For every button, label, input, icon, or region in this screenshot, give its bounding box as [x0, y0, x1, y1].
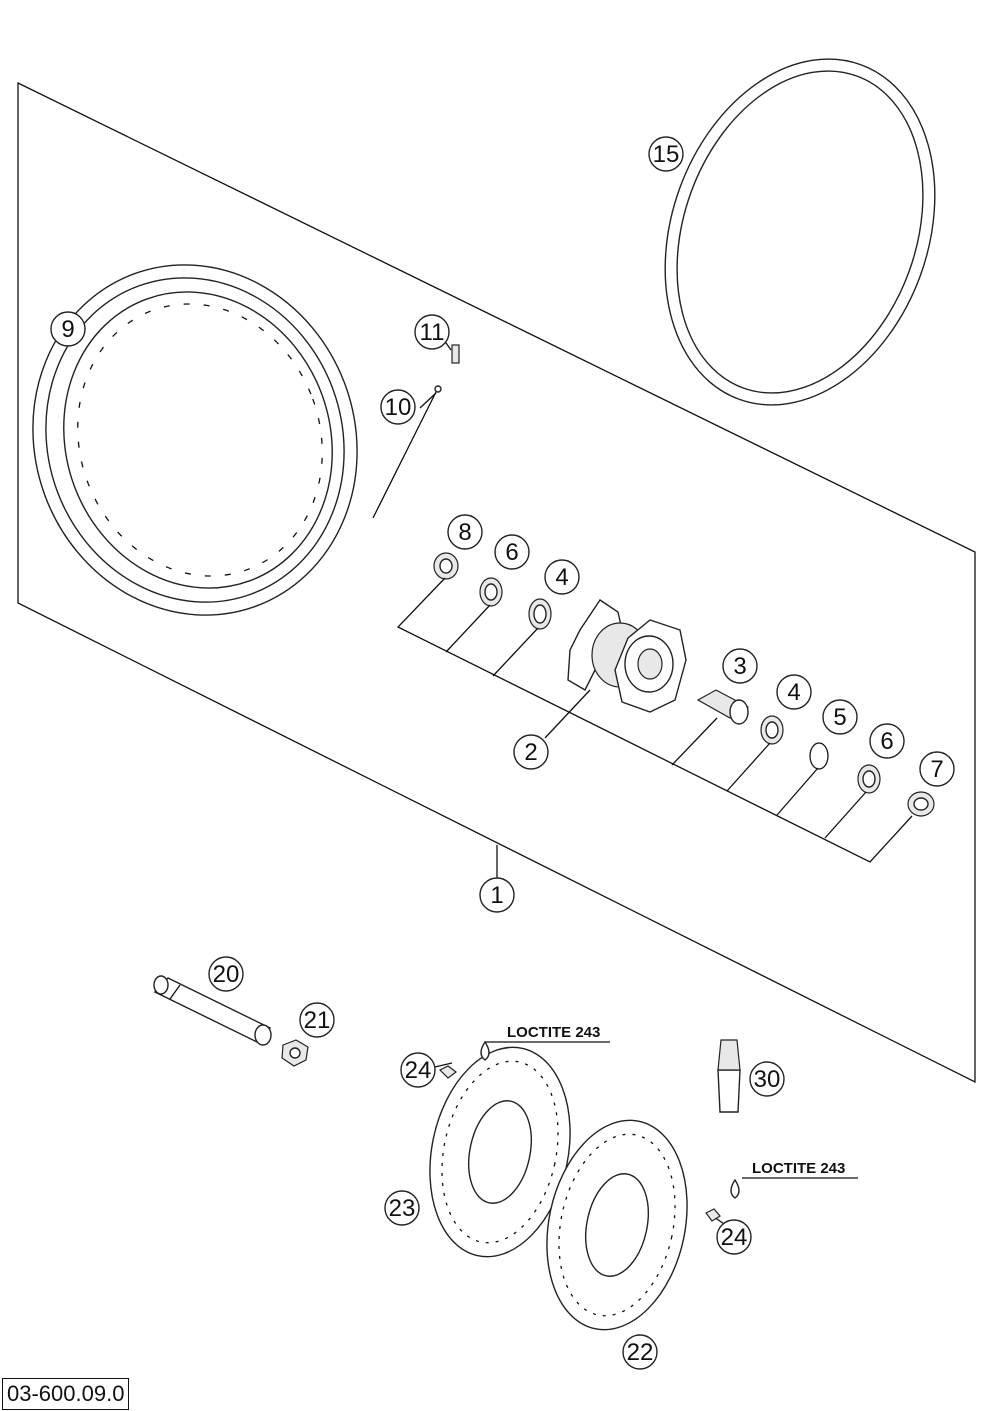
callout-11: 11	[414, 314, 450, 350]
callout-30: 30	[749, 1061, 785, 1097]
svg-text:30: 30	[754, 1066, 781, 1093]
bearing-4-left-part	[528, 598, 552, 630]
spacer-sleeve-part	[696, 689, 750, 725]
svg-text:6: 6	[505, 539, 518, 566]
callout-8: 8	[447, 514, 483, 550]
brake-disc-23-part	[429, 1046, 571, 1258]
svg-text:4: 4	[555, 564, 568, 591]
circlip-5-part	[809, 742, 829, 770]
svg-text:10: 10	[385, 394, 412, 421]
callout-4-right: 4	[776, 674, 812, 710]
callout-23: 23	[384, 1190, 420, 1226]
callout-24-left: 24	[400, 1052, 436, 1088]
assembly-frame	[17, 81, 976, 1084]
callout-1: 1	[479, 877, 515, 913]
callout-3: 3	[722, 648, 758, 684]
loctite-bottle-part	[717, 1039, 741, 1113]
callout-2: 2	[513, 734, 549, 770]
callout-20: 20	[208, 956, 244, 992]
svg-text:8: 8	[458, 519, 471, 546]
svg-text:24: 24	[405, 1057, 432, 1084]
callout-4-left: 4	[544, 559, 580, 595]
rim-part	[32, 264, 358, 616]
svg-text:7: 7	[930, 756, 943, 783]
reference-number-label: 03-600.09.0	[2, 1378, 130, 1410]
brake-disc-22-part	[546, 1119, 688, 1331]
callout-22: 22	[622, 1334, 658, 1370]
spoke-part	[372, 385, 442, 519]
svg-text:21: 21	[304, 1007, 331, 1034]
seal-6-left-part	[479, 577, 503, 607]
hub-part	[567, 599, 687, 713]
callout-21: 21	[299, 1002, 335, 1038]
callout-5: 5	[822, 699, 858, 735]
seal-6-right-part	[857, 764, 881, 794]
svg-text:22: 22	[627, 1339, 654, 1366]
callout-7: 7	[919, 751, 955, 787]
svg-text:15: 15	[653, 141, 680, 168]
loctite-note-right: LOCTITE 243	[752, 1160, 845, 1177]
svg-text:4: 4	[787, 679, 800, 706]
rim-tape-part	[664, 58, 936, 406]
svg-text:23: 23	[389, 1195, 416, 1222]
disc-screw-right-part	[705, 1208, 721, 1222]
svg-text:6: 6	[880, 728, 893, 755]
disc-screw-left-part	[438, 1065, 457, 1079]
loctite-note-left: LOCTITE 243	[507, 1024, 600, 1041]
svg-text:5: 5	[833, 704, 846, 731]
callout-24-right: 24	[716, 1219, 752, 1255]
bushing-8-part	[433, 552, 459, 580]
callout-10: 10	[380, 389, 416, 425]
svg-text:1: 1	[490, 882, 503, 909]
svg-text:20: 20	[213, 961, 240, 988]
bushing-7-part	[907, 791, 935, 817]
callout-6-right: 6	[869, 723, 905, 759]
svg-text:11: 11	[420, 319, 445, 346]
axle-nut-part	[281, 1039, 309, 1067]
spoke-nipple-part	[451, 344, 460, 364]
callout-15: 15	[648, 136, 684, 172]
loctite-drop-left-icon	[480, 1040, 490, 1061]
callout-9: 9	[50, 311, 86, 347]
leader-lines	[396, 329, 913, 1233]
svg-text:3: 3	[733, 653, 746, 680]
svg-text:9: 9	[61, 316, 74, 343]
loctite-drop-right-icon	[730, 1178, 740, 1199]
bearing-4-right-part	[760, 715, 784, 745]
callout-6-left: 6	[494, 534, 530, 570]
svg-text:2: 2	[524, 739, 537, 766]
axle-part	[153, 975, 272, 1046]
svg-text:24: 24	[721, 1224, 748, 1251]
